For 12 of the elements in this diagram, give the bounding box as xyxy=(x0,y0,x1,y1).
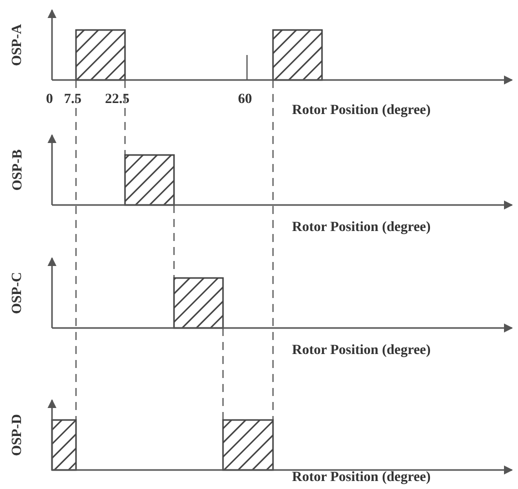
tick-label: 7.5 xyxy=(64,92,82,108)
tick-label: 60 xyxy=(238,92,252,108)
axis-label: Rotor Position (degree) xyxy=(292,343,431,359)
axis-label: Rotor Position (degree) xyxy=(292,470,431,486)
signal-label: OSP-D xyxy=(10,414,26,456)
tick-label: 0 xyxy=(46,92,53,108)
axis-label: Rotor Position (degree) xyxy=(292,103,431,119)
signal-label: OSP-A xyxy=(10,24,26,66)
signal-label: OSP-C xyxy=(10,272,26,314)
tick-label: 22.5 xyxy=(105,92,130,108)
axis-label: Rotor Position (degree) xyxy=(292,220,431,236)
signal-label: OSP-B xyxy=(10,149,26,191)
